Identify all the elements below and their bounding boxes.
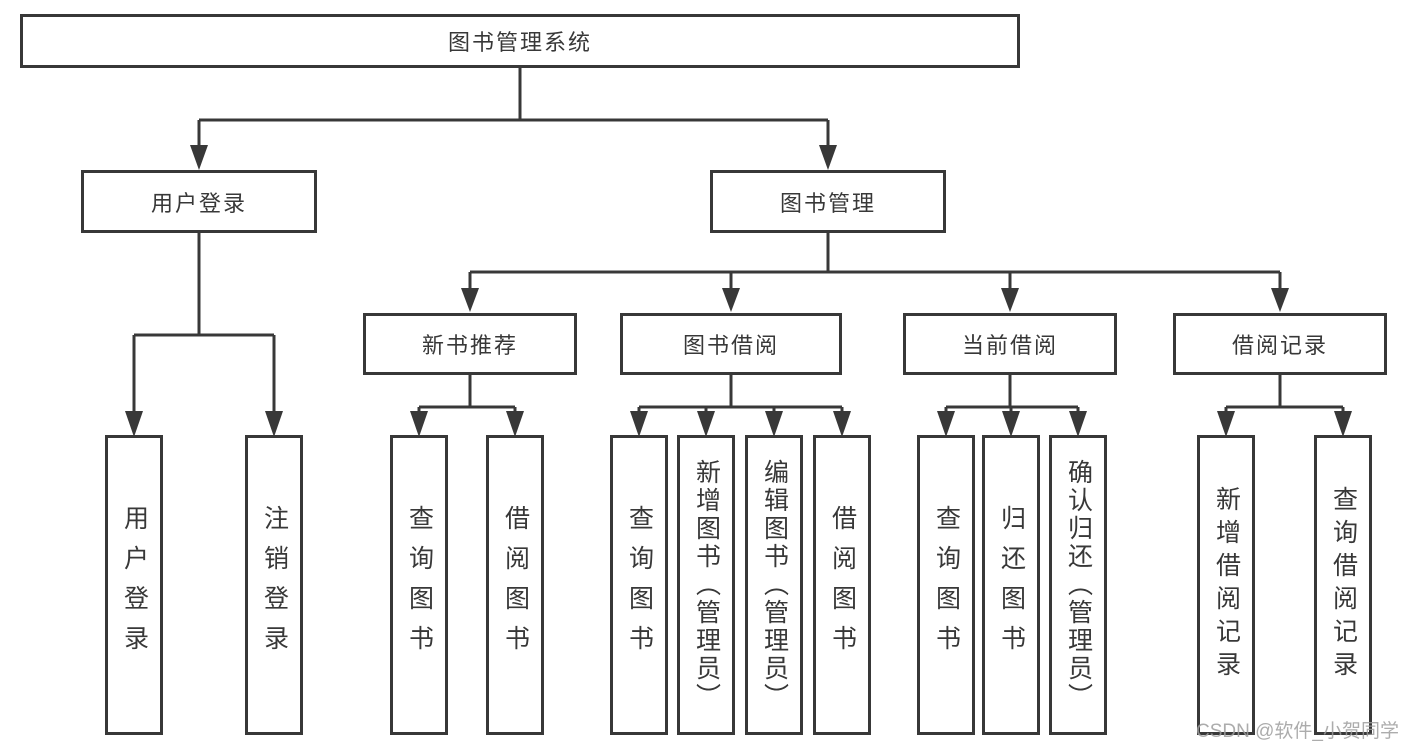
leaf-current-query-books-label: 查询图书	[932, 505, 961, 665]
node-book-management-label: 图书管理	[779, 190, 876, 216]
leaf-borrow-borrow-books: 借阅图书	[813, 435, 871, 735]
leaf-current-confirm-return-admin-label: 确认归还（管理员）	[1064, 459, 1093, 711]
leaf-borrow-edit-books-admin-label: 编辑图书（管理员）	[760, 459, 789, 711]
leaf-current-query-books: 查询图书	[917, 435, 975, 735]
leaf-borrow-query-books-label: 查询图书	[625, 505, 654, 665]
csdn-watermark: CSDN @软件_小贺同学	[1196, 721, 1399, 742]
connector-user-login-branch	[132, 233, 276, 413]
leaf-current-confirm-return-admin: 确认归还（管理员）	[1049, 435, 1107, 735]
arrowheads-level3	[461, 288, 1289, 312]
arrowheads-borrow-records-branch	[1217, 411, 1352, 437]
node-book-management: 图书管理	[710, 170, 946, 233]
connector-book-borrow-branch	[637, 375, 844, 413]
leaf-newbook-query-books-label: 查询图书	[405, 505, 434, 665]
leaf-current-return-books: 归还图书	[982, 435, 1040, 735]
connector-new-book-branch	[417, 375, 517, 413]
leaf-logout: 注销登录	[245, 435, 303, 735]
node-new-book-recommend-label: 新书推荐	[421, 333, 518, 358]
node-current-borrow-label: 当前借阅	[961, 333, 1058, 358]
node-current-borrow: 当前借阅	[903, 313, 1117, 375]
leaf-borrow-add-books-admin: 新增图书（管理员）	[677, 435, 735, 735]
connector-root-to-level2	[197, 68, 830, 147]
leaf-newbook-borrow-books: 借阅图书	[486, 435, 544, 735]
node-root-system-label: 图书管理系统	[447, 30, 592, 55]
leaf-borrow-query-books: 查询图书	[610, 435, 668, 735]
node-user-login-label: 用户登录	[150, 190, 247, 216]
leaf-logout-label: 注销登录	[260, 505, 289, 665]
node-new-book-recommend: 新书推荐	[363, 313, 577, 375]
leaf-borrow-borrow-books-label: 借阅图书	[828, 505, 857, 665]
leaf-current-return-books-label: 归还图书	[997, 505, 1026, 665]
leaf-borrow-edit-books-admin: 编辑图书（管理员）	[745, 435, 803, 735]
connector-current-borrow-branch	[944, 375, 1080, 413]
arrowheads-level2	[190, 145, 837, 170]
leaf-newbook-borrow-books-label: 借阅图书	[501, 505, 530, 665]
arrowheads-book-borrow-branch	[630, 411, 851, 437]
node-root-system: 图书管理系统	[20, 14, 1020, 68]
arrowheads-new-book-branch	[410, 411, 524, 437]
arrowheads-user-login-branch	[125, 411, 283, 437]
leaf-borrow-add-books-admin-label: 新增图书（管理员）	[692, 459, 721, 711]
node-user-login: 用户登录	[81, 170, 317, 233]
leaf-records-add-record: 新增借阅记录	[1197, 435, 1255, 735]
connector-borrow-records-branch	[1224, 375, 1345, 413]
node-borrow-records: 借阅记录	[1173, 313, 1387, 375]
leaf-user-login-label: 用户登录	[120, 505, 149, 665]
leaf-user-login: 用户登录	[105, 435, 163, 735]
node-borrow-records-label: 借阅记录	[1231, 333, 1328, 358]
node-book-borrow: 图书借阅	[620, 313, 842, 375]
leaf-records-query-record: 查询借阅记录	[1314, 435, 1372, 735]
connector-book-management-branch	[468, 233, 1282, 290]
leaf-records-add-record-label: 新增借阅记录	[1212, 486, 1241, 684]
leaf-newbook-query-books: 查询图书	[390, 435, 448, 735]
arrowheads-current-borrow-branch	[937, 411, 1087, 437]
node-book-borrow-label: 图书借阅	[682, 333, 779, 358]
leaf-records-query-record-label: 查询借阅记录	[1329, 486, 1358, 684]
